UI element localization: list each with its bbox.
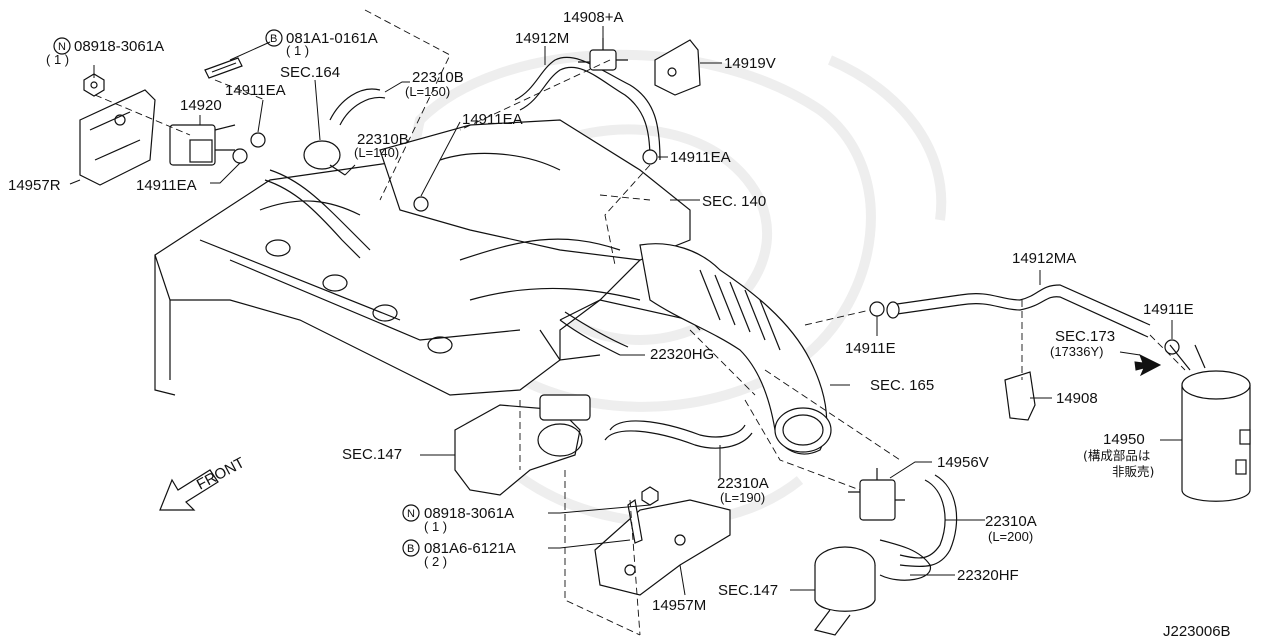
svg-text:(L=150): (L=150) xyxy=(405,84,450,99)
callout-22310a-190: 22310A (L=190) xyxy=(717,475,769,505)
label-14911ea-3: 14911EA xyxy=(136,177,197,194)
label-14957r: 14957R xyxy=(8,177,61,194)
label-14920: 14920 xyxy=(180,97,222,114)
label-14911ea-4: 14911EA xyxy=(670,149,731,166)
svg-text:14950: 14950 xyxy=(1103,431,1145,448)
svg-text:B: B xyxy=(270,33,277,45)
svg-text:( 1 ): ( 1 ) xyxy=(286,43,309,58)
clamp-14911ea-b xyxy=(232,148,248,164)
dashed-guides xyxy=(94,9,1186,636)
callout-14950: 14950 (構成部品は 非販売) xyxy=(1083,431,1154,479)
intake-air-duct xyxy=(639,243,832,455)
label-22320hg: 22320HG xyxy=(650,346,714,363)
valve-sec164 xyxy=(303,140,346,176)
label-14919v: 14919V xyxy=(724,55,776,72)
svg-text:08918-3061A: 08918-3061A xyxy=(74,38,164,55)
label-sec164: SEC.164 xyxy=(280,64,340,81)
label-14956v: 14956V xyxy=(937,454,989,471)
label-sec165: SEC. 165 xyxy=(870,377,934,394)
label-14911e-2: 14911E xyxy=(1143,301,1194,318)
callout-22310a-200: 22310A (L=200) xyxy=(985,513,1037,544)
nut-08918-top xyxy=(83,73,105,97)
callout-22310b-140: 22310B (L=140) xyxy=(354,131,409,160)
solenoid-14920 xyxy=(169,124,236,166)
label-14912m: 14912M xyxy=(515,30,569,47)
label-14908: 14908 xyxy=(1056,390,1098,407)
hose-22310b-150 xyxy=(329,88,386,126)
clamp-14911ea-c xyxy=(413,196,429,212)
callout-081a6: B 081A6-6121A ( 2 ) xyxy=(402,539,516,569)
callout-22310b-150: 22310B (L=150) xyxy=(405,69,464,99)
svg-text:非販売): 非販売) xyxy=(1112,464,1154,479)
leader-lines xyxy=(69,26,1182,596)
nut-08918-bottom xyxy=(641,486,659,506)
clamp-14911ea-a xyxy=(250,132,266,148)
front-arrow-sec173 xyxy=(1134,353,1162,377)
svg-text:22310B: 22310B xyxy=(412,69,464,86)
label-22320hf: 22320HF xyxy=(957,567,1019,584)
svg-text:( 1 ): ( 1 ) xyxy=(424,519,447,534)
callout-sec173: SEC.173 (17336Y) xyxy=(1050,328,1115,359)
svg-text:(L=190): (L=190) xyxy=(720,490,765,505)
hose-22320hg xyxy=(559,311,629,356)
bolt-081a1 xyxy=(204,57,243,79)
clip-14908 xyxy=(1004,371,1036,421)
svg-text:22310B: 22310B xyxy=(357,131,409,148)
front-indicator: FRONT xyxy=(159,454,248,511)
hose-22310a-200 xyxy=(899,474,958,568)
clamp-14911ea-d xyxy=(642,149,658,165)
callout-081a1: B 081A1-0161A ( 1 ) xyxy=(265,29,378,58)
svg-text:(構成部品は: (構成部品は xyxy=(1083,448,1150,463)
hose-22310a-190 xyxy=(604,420,753,449)
svg-text:( 1 ): ( 1 ) xyxy=(46,52,69,67)
svg-text:B: B xyxy=(407,543,414,555)
svg-text:(17336Y): (17336Y) xyxy=(1050,344,1103,359)
label-14911ea-1: 14911EA xyxy=(225,82,286,99)
svg-text:(L=200): (L=200) xyxy=(988,529,1033,544)
solenoid-14956v xyxy=(848,468,905,521)
egr-valve-left xyxy=(454,394,591,496)
hose-14912ma xyxy=(886,284,1151,338)
hose-22310b-140 xyxy=(264,169,371,259)
label-14957m: 14957M xyxy=(652,597,706,614)
egr-valve-bottom xyxy=(813,546,876,636)
canister-14950 xyxy=(1169,344,1251,502)
svg-text:08918-3061A: 08918-3061A xyxy=(424,505,514,522)
svg-text:SEC.173: SEC.173 xyxy=(1055,328,1115,345)
callout-08918-top: N 08918-3061A ( 1 ) xyxy=(46,37,164,67)
label-14911e-1: 14911E xyxy=(845,340,896,357)
label-sec147-bottom: SEC.147 xyxy=(718,582,778,599)
valve-14908a xyxy=(578,38,628,71)
label-14911ea-2: 14911EA xyxy=(462,111,523,128)
svg-text:N: N xyxy=(407,508,415,520)
svg-text:( 2 ): ( 2 ) xyxy=(424,554,447,569)
bracket-14919v xyxy=(654,39,701,96)
diagram-id: J223006B xyxy=(1163,623,1231,639)
label-14912ma: 14912MA xyxy=(1012,250,1076,267)
svg-text:22310A: 22310A xyxy=(717,475,769,492)
bolt-081a6 xyxy=(627,498,643,544)
svg-text:N: N xyxy=(58,41,66,53)
bracket-14957r xyxy=(79,89,156,186)
hose-22320hf xyxy=(879,539,931,581)
svg-text:081A6-6121A: 081A6-6121A xyxy=(424,540,516,557)
clamp-14911e-a xyxy=(869,301,885,317)
callout-08918-bottom: N 08918-3061A ( 1 ) xyxy=(402,504,514,534)
svg-text:081A1-0161A: 081A1-0161A xyxy=(286,30,378,47)
front-label: FRONT xyxy=(194,454,248,493)
label-sec140: SEC. 140 xyxy=(702,193,766,210)
label-14908a: 14908+A xyxy=(563,9,623,26)
label-sec147-left: SEC.147 xyxy=(342,446,402,463)
bracket-14957m xyxy=(594,499,731,596)
svg-text:(L=140): (L=140) xyxy=(354,145,399,160)
svg-text:22310A: 22310A xyxy=(985,513,1037,530)
